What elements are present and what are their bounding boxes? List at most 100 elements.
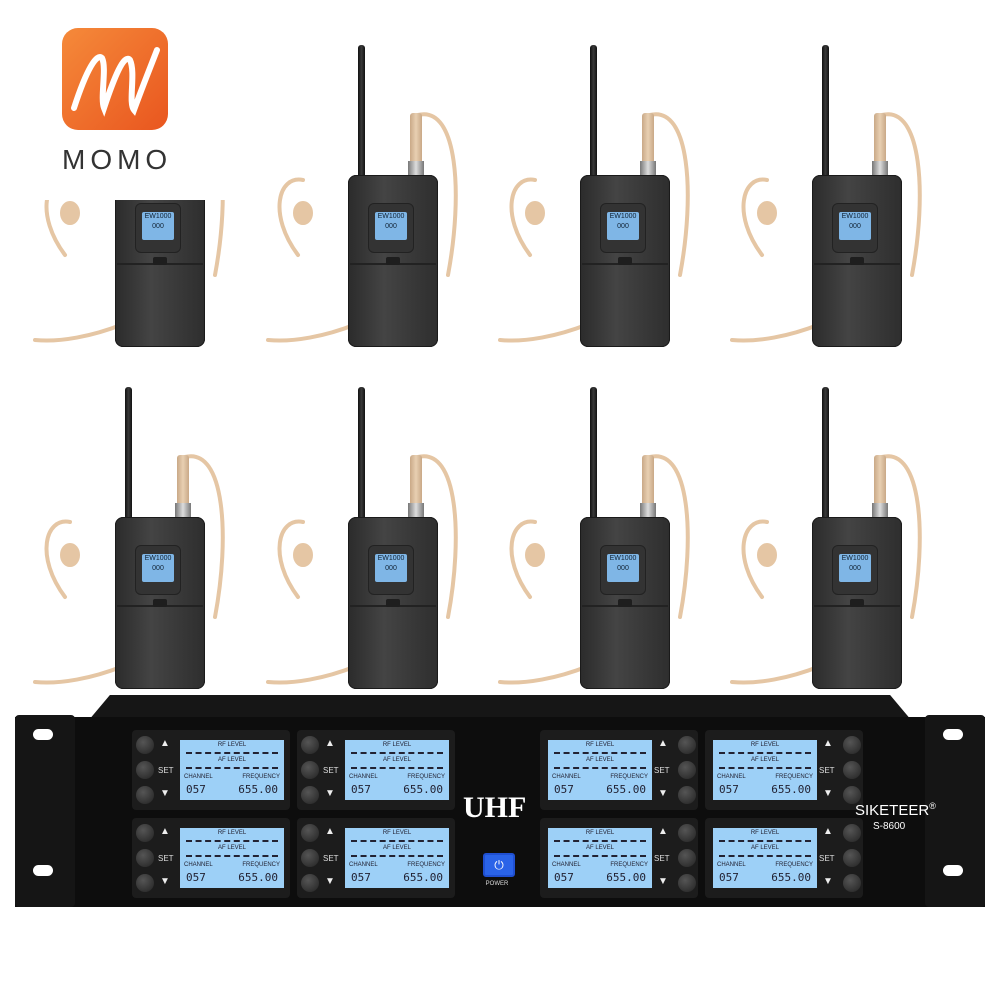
set-button[interactable] xyxy=(678,849,696,867)
battery-latch xyxy=(153,599,167,607)
frequency-value: 655.00 xyxy=(238,783,278,796)
mic-connector xyxy=(872,113,888,177)
channel-value: 057 xyxy=(351,871,371,884)
down-button[interactable] xyxy=(301,874,319,892)
set-button[interactable] xyxy=(301,849,319,867)
af-level-label: AF LEVEL xyxy=(750,845,779,851)
set-button[interactable] xyxy=(843,761,861,779)
channel-label: CHANNEL xyxy=(349,774,378,780)
frequency-value: 655.00 xyxy=(606,871,646,884)
down-button[interactable] xyxy=(843,874,861,892)
set-button[interactable] xyxy=(136,761,154,779)
mic-connector xyxy=(408,113,424,177)
rack-ear-right xyxy=(925,715,985,907)
set-button[interactable] xyxy=(301,761,319,779)
channel-lcd: RF LEVEL AF LEVEL CHANNEL FREQUENCY 057 … xyxy=(713,828,817,888)
up-button[interactable] xyxy=(136,824,154,842)
af-level-label: AF LEVEL xyxy=(382,845,411,851)
rf-level-label: RF LEVEL xyxy=(750,742,780,748)
down-button[interactable] xyxy=(301,786,319,804)
down-button[interactable] xyxy=(678,874,696,892)
up-arrow-icon: ▲ xyxy=(823,738,833,749)
channel-lcd: RF LEVEL AF LEVEL CHANNEL FREQUENCY 057 … xyxy=(548,828,652,888)
up-button[interactable] xyxy=(301,736,319,754)
rf-level-label: RF LEVEL xyxy=(585,830,615,836)
power-button[interactable]: ⏻ xyxy=(483,853,515,877)
channel-value: 057 xyxy=(186,783,206,796)
up-button[interactable] xyxy=(136,736,154,754)
channel-value: 057 xyxy=(351,783,371,796)
channel-lcd: RF LEVEL AF LEVEL CHANNEL FREQUENCY 057 … xyxy=(548,740,652,800)
up-button[interactable] xyxy=(843,736,861,754)
channel-value: 057 xyxy=(554,871,574,884)
rf-level-meter xyxy=(351,752,443,754)
down-arrow-icon: ▼ xyxy=(325,876,335,887)
up-button[interactable] xyxy=(843,824,861,842)
frequency-label: FREQUENCY xyxy=(775,774,813,780)
frequency-label: FREQUENCY xyxy=(407,774,445,780)
channel-module: ▲ SET ▼ RF LEVEL AF LEVEL CHANNEL FREQUE… xyxy=(132,730,290,810)
set-button[interactable] xyxy=(843,849,861,867)
battery-latch xyxy=(618,257,632,265)
down-arrow-icon: ▼ xyxy=(160,876,170,887)
channel-label: CHANNEL xyxy=(349,862,378,868)
down-arrow-icon: ▼ xyxy=(823,876,833,887)
antenna xyxy=(590,45,597,177)
down-arrow-icon: ▼ xyxy=(325,788,335,799)
down-button[interactable] xyxy=(843,786,861,804)
up-button[interactable] xyxy=(301,824,319,842)
set-label: SET xyxy=(323,854,339,863)
frequency-label: FREQUENCY xyxy=(242,774,280,780)
set-button[interactable] xyxy=(678,761,696,779)
mic-connector xyxy=(175,455,191,519)
rf-level-meter xyxy=(554,752,646,754)
down-arrow-icon: ▼ xyxy=(823,788,833,799)
up-button[interactable] xyxy=(678,824,696,842)
frequency-value: 655.00 xyxy=(403,871,443,884)
down-button[interactable] xyxy=(136,786,154,804)
antenna xyxy=(358,387,365,519)
rf-level-meter xyxy=(351,840,443,842)
channel-label: CHANNEL xyxy=(717,774,746,780)
frequency-label: FREQUENCY xyxy=(610,774,648,780)
channel-module: ▲ SET ▼ RF LEVEL AF LEVEL CHANNEL FREQUE… xyxy=(705,730,863,810)
down-button[interactable] xyxy=(678,786,696,804)
set-button[interactable] xyxy=(136,849,154,867)
down-button[interactable] xyxy=(136,874,154,892)
mic-connector xyxy=(640,455,656,519)
channel-lcd: RF LEVEL AF LEVEL CHANNEL FREQUENCY 057 … xyxy=(180,828,284,888)
channel-label: CHANNEL xyxy=(717,862,746,868)
rf-level-label: RF LEVEL xyxy=(217,830,247,836)
set-label: SET xyxy=(654,854,670,863)
af-level-meter xyxy=(186,855,278,857)
frequency-value: 655.00 xyxy=(403,783,443,796)
antenna xyxy=(125,387,132,519)
rf-level-label: RF LEVEL xyxy=(750,830,780,836)
up-arrow-icon: ▲ xyxy=(658,826,668,837)
channel-value: 057 xyxy=(719,871,739,884)
battery-latch xyxy=(153,257,167,265)
antenna xyxy=(822,387,829,519)
channel-module: ▲ SET ▼ RF LEVEL AF LEVEL CHANNEL FREQUE… xyxy=(297,818,455,898)
af-level-label: AF LEVEL xyxy=(217,757,246,763)
frequency-value: 655.00 xyxy=(771,871,811,884)
up-arrow-icon: ▲ xyxy=(658,738,668,749)
af-level-meter xyxy=(719,855,811,857)
af-level-label: AF LEVEL xyxy=(585,845,614,851)
up-button[interactable] xyxy=(678,736,696,754)
